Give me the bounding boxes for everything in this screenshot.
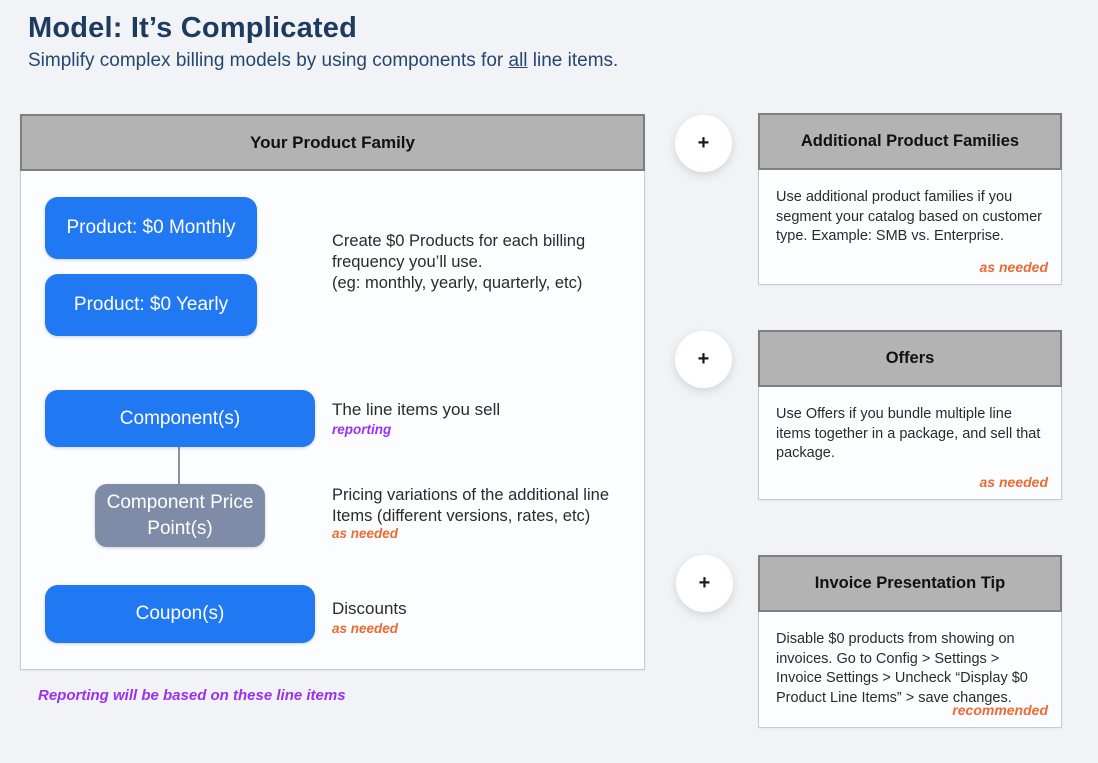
offers-tag: as needed: [979, 474, 1048, 490]
additional-product-families-body: Use additional product families if you s…: [776, 189, 1042, 244]
components-node[interactable]: Component(s): [45, 390, 315, 447]
coupons-node[interactable]: Coupon(s): [45, 585, 315, 643]
price-points-tag: as needed: [332, 526, 399, 541]
component-pricepoint-connector: [178, 445, 180, 487]
plus-icon: +: [675, 331, 732, 388]
product-family-header: Your Product Family: [20, 114, 645, 171]
subtitle-suffix: line items.: [527, 50, 619, 71]
additional-product-families-panel: Additional Product Families Use addition…: [758, 113, 1062, 285]
offers-body: Use Offers if you bundle multiple line i…: [776, 406, 1041, 461]
product-yearly-node[interactable]: Product: $0 Yearly: [45, 274, 257, 336]
invoice-presentation-tip-panel: Invoice Presentation Tip Disable $0 prod…: [758, 555, 1062, 728]
page-subtitle: Simplify complex billing models by using…: [28, 50, 618, 72]
subtitle-prefix: Simplify complex billing models by using…: [28, 50, 509, 71]
offers-panel: Offers Use Offers if you bundle multiple…: [758, 330, 1062, 500]
product-family-panel: Your Product Family Product: $0 Monthly …: [20, 114, 645, 670]
price-points-annotation: Pricing variations of the additional lin…: [332, 486, 609, 525]
coupons-annotation: Discounts: [332, 599, 407, 618]
additional-product-families-tag: as needed: [979, 259, 1048, 275]
coupons-tag: as needed: [332, 621, 399, 636]
components-annotation: The line items you sell: [332, 400, 501, 419]
additional-product-families-header: Additional Product Families: [758, 113, 1062, 170]
component-price-points-node[interactable]: Component Price Point(s): [95, 484, 265, 547]
invoice-presentation-tip-body: Disable $0 products from showing on invo…: [776, 631, 1028, 706]
reporting-footnote: Reporting will be based on these line it…: [38, 687, 346, 704]
subtitle-emphasis: all: [508, 50, 528, 71]
components-tag: reporting: [332, 422, 392, 437]
invoice-presentation-tip-header: Invoice Presentation Tip: [758, 555, 1062, 612]
invoice-presentation-tip-tag: recommended: [952, 702, 1048, 718]
plus-icon: +: [675, 115, 732, 172]
page-title: Model: It’s Complicated: [28, 12, 357, 44]
product-monthly-node[interactable]: Product: $0 Monthly: [45, 197, 257, 259]
offers-header: Offers: [758, 330, 1062, 387]
plus-icon: +: [676, 555, 733, 612]
products-annotation: Create $0 Products for each billing freq…: [332, 232, 586, 292]
